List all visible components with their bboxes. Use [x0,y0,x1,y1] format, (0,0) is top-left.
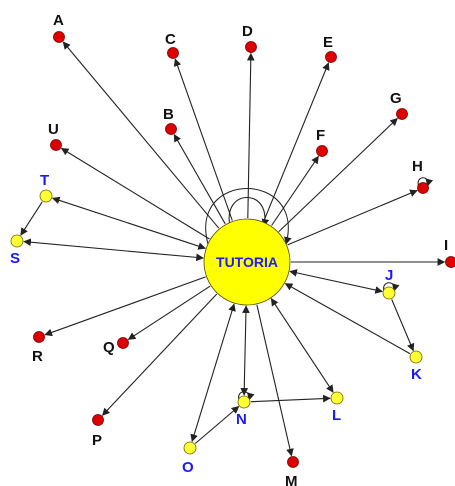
node-k[interactable] [409,350,423,364]
edge-hub-c [173,58,233,221]
edge-hub-s [23,238,204,262]
edge-o-n [194,406,240,444]
node-label-a: A [53,12,64,29]
node-f[interactable] [316,145,328,157]
node-m[interactable] [287,456,299,468]
node-i[interactable] [445,256,455,268]
node-h[interactable] [417,182,429,194]
edge-t-s [20,201,43,236]
node-r[interactable] [33,331,45,343]
node-a[interactable] [53,31,65,43]
node-e[interactable] [325,51,337,63]
edges-layer [20,41,446,457]
edge-hub-o [190,303,236,443]
edge-hub-n [240,305,250,396]
edge-hub-e [263,62,330,222]
node-u[interactable] [50,139,62,151]
edge-hub-j [289,269,383,294]
self-loop-hub-inner [228,196,270,227]
node-t[interactable] [39,189,53,203]
node-label-i: I [444,237,448,254]
edge-hub-f [271,155,319,226]
node-label-r: R [32,348,43,365]
node-label-b: B [163,106,174,123]
edge-hub-q [127,285,211,340]
edge-hub-l [270,298,334,393]
edge-hub-t [51,196,206,250]
node-label-j: J [385,267,393,284]
self-loop-hub-outer [205,188,292,245]
node-label-m: M [285,473,298,486]
node-q[interactable] [117,337,129,349]
node-label-c: C [165,31,176,48]
node-s[interactable] [10,234,24,248]
labels-layer: TUTORIA A B C D E F G H I J K L M N O P Q R S T U [10,12,448,486]
node-l[interactable] [330,391,344,405]
edge-hub-m [256,304,294,457]
self-loop-n [238,391,255,401]
node-label-q: Q [103,339,115,356]
self-loop-j [383,282,400,292]
node-b[interactable] [165,123,177,135]
node-p[interactable] [92,414,104,426]
edge-hub-r [44,276,206,337]
hub-label: TUTORIA [216,254,278,270]
nodes-layer [10,31,455,468]
self-loop-h [417,177,434,187]
node-n[interactable] [237,395,251,409]
node-label-g: G [390,90,402,107]
edge-k-hub [284,283,411,355]
node-label-d: D [242,23,253,40]
node-label-f: F [316,127,325,144]
edge-j-k [391,299,415,352]
edge-hub-a [62,41,220,229]
node-g[interactable] [396,108,408,120]
node-label-e: E [323,34,333,51]
node-label-s: S [10,250,20,267]
edge-hub-d [246,52,255,219]
edge-hub-p [101,293,218,416]
node-label-h: H [412,158,423,175]
node-label-l: L [332,407,341,424]
node-label-u: U [48,121,59,138]
node-c[interactable] [167,47,179,59]
node-hub[interactable] [203,218,291,306]
edge-hub-u [60,147,210,240]
node-label-t: T [40,172,49,189]
node-label-o: O [182,459,194,476]
node-o[interactable] [183,441,197,455]
node-j[interactable] [382,286,396,300]
node-label-k: K [411,366,422,383]
edge-hub-g [278,117,398,232]
node-label-p: P [92,432,102,449]
edge-hub-b [173,133,226,225]
edge-n-l [250,394,331,403]
node-label-n: N [236,411,247,428]
node-d[interactable] [245,41,257,53]
edge-hub-h [287,189,418,246]
